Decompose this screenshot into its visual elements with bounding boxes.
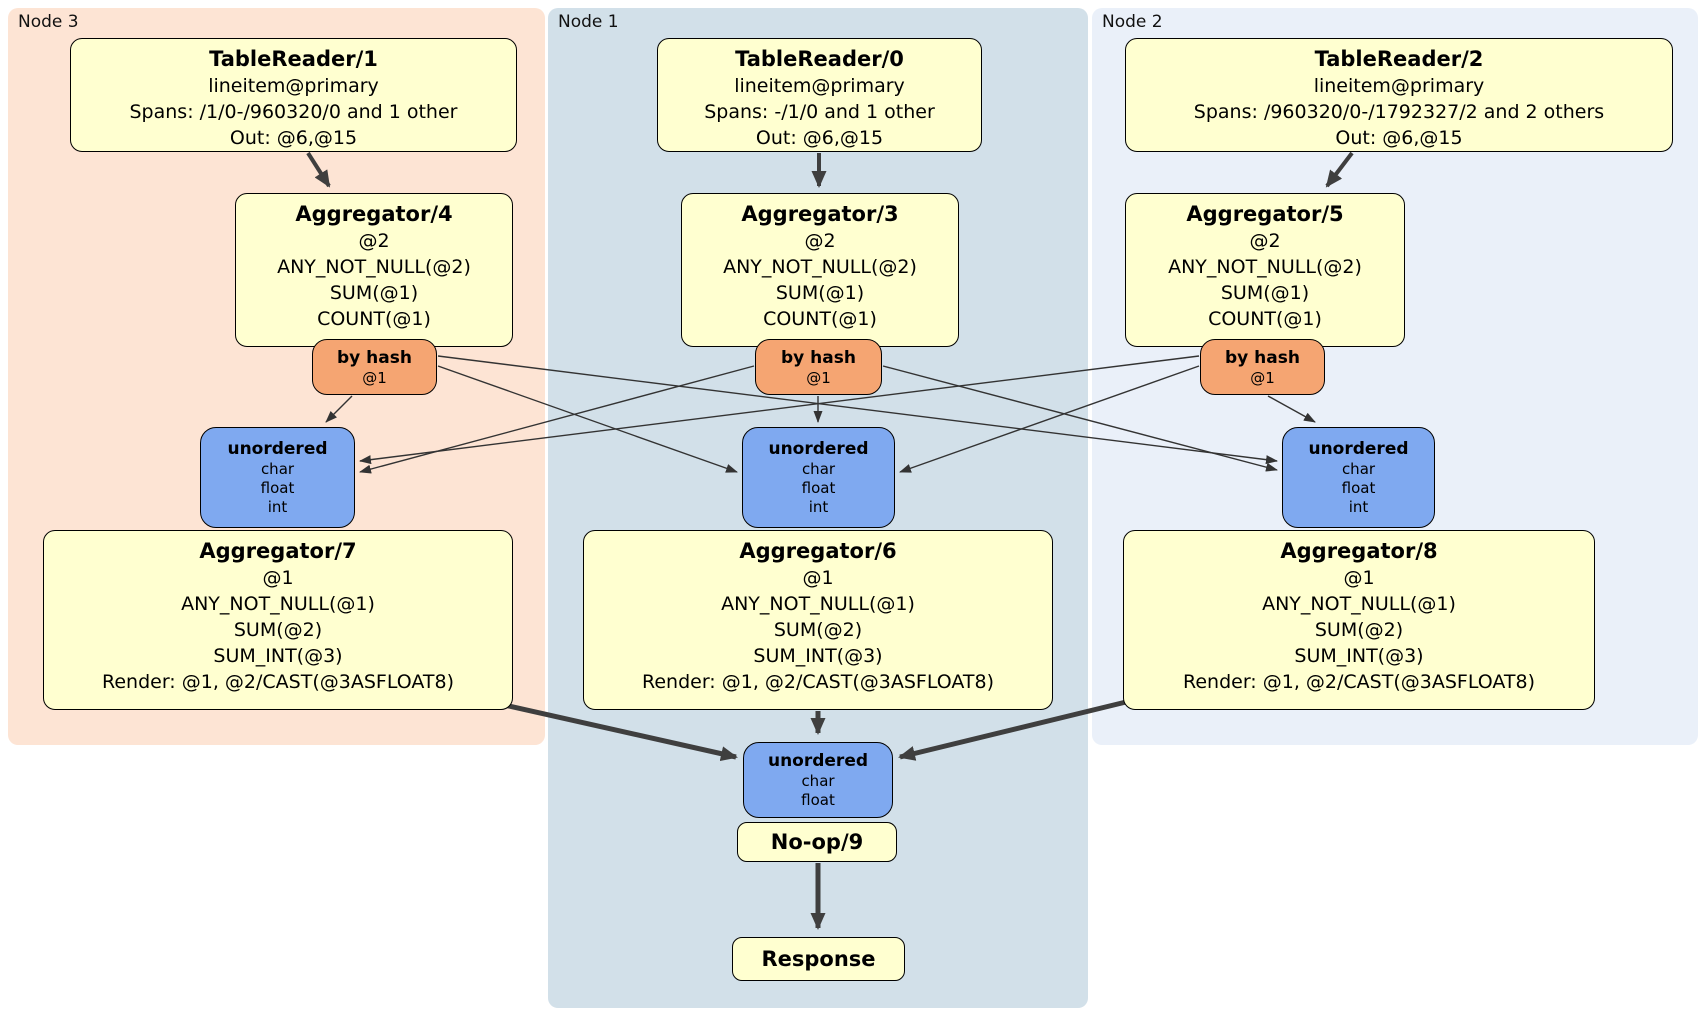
unordered-node3-type3: int <box>267 498 288 516</box>
tablereader-1-out: Out: @6,@15 <box>229 127 358 149</box>
aggregator-5-fn3: COUNT(@1) <box>1208 308 1322 330</box>
aggregator-5-groupcols: @2 <box>1249 230 1281 252</box>
unordered-sync-node1: unordered char float int <box>742 427 895 528</box>
noop-9-box: No-op/9 <box>737 822 897 862</box>
aggregator-7-fn2: SUM(@2) <box>233 619 323 641</box>
byhash-node2-title: by hash <box>1225 347 1300 368</box>
response-title: Response <box>761 946 876 971</box>
tablereader-1-box: TableReader/1 lineitem@primary Spans: /1… <box>70 38 517 152</box>
unordered-node1-type3: int <box>808 498 829 516</box>
response-box: Response <box>732 937 905 981</box>
aggregator-7-fn3: SUM_INT(@3) <box>213 645 343 667</box>
aggregator-4-fn2: SUM(@1) <box>329 282 419 304</box>
aggregator-5-box: Aggregator/5 @2 ANY_NOT_NULL(@2) SUM(@1)… <box>1125 193 1405 347</box>
aggregator-6-render: Render: @1, @2/CAST(@3ASFLOAT8) <box>642 671 994 693</box>
aggregator-5-fn2: SUM(@1) <box>1220 282 1310 304</box>
tablereader-2-title: TableReader/2 <box>1314 47 1484 71</box>
aggregator-7-groupcols: @1 <box>262 567 294 589</box>
unordered-node1-type1: char <box>801 460 836 478</box>
aggregator-4-title: Aggregator/4 <box>295 202 453 226</box>
aggregator-6-fn3: SUM_INT(@3) <box>753 645 883 667</box>
aggregator-5-fn1: ANY_NOT_NULL(@2) <box>1168 256 1362 278</box>
unordered-sync-final: unordered char float <box>743 742 893 818</box>
tablereader-0-index: lineitem@primary <box>734 75 905 97</box>
tablereader-2-out: Out: @6,@15 <box>1335 127 1463 149</box>
byhash-router-node1: by hash @1 <box>755 339 882 395</box>
aggregator-7-title: Aggregator/7 <box>199 539 357 563</box>
byhash-node1-title: by hash <box>781 347 856 368</box>
unordered-node1-title: unordered <box>768 439 869 459</box>
byhash-node1-key: @1 <box>806 368 831 387</box>
unordered-node2-type2: float <box>1341 479 1376 497</box>
tablereader-0-box: TableReader/0 lineitem@primary Spans: -/… <box>657 38 982 152</box>
byhash-node3-title: by hash <box>337 347 412 368</box>
unordered-node2-type3: int <box>1348 498 1369 516</box>
aggregator-3-fn3: COUNT(@1) <box>763 308 877 330</box>
aggregator-7-fn1: ANY_NOT_NULL(@1) <box>181 593 375 615</box>
tablereader-1-spans: Spans: /1/0-/960320/0 and 1 other <box>129 101 458 123</box>
unordered-sync-node2: unordered char float int <box>1282 427 1435 528</box>
aggregator-4-groupcols: @2 <box>358 230 390 252</box>
aggregator-8-fn1: ANY_NOT_NULL(@1) <box>1262 593 1456 615</box>
aggregator-3-title: Aggregator/3 <box>741 202 899 226</box>
aggregator-8-fn3: SUM_INT(@3) <box>1294 645 1424 667</box>
aggregator-3-fn2: SUM(@1) <box>775 282 865 304</box>
aggregator-7-render: Render: @1, @2/CAST(@3ASFLOAT8) <box>102 671 454 693</box>
byhash-router-node2: by hash @1 <box>1200 339 1325 395</box>
aggregator-7-box: Aggregator/7 @1 ANY_NOT_NULL(@1) SUM(@2)… <box>43 530 513 710</box>
aggregator-6-fn1: ANY_NOT_NULL(@1) <box>721 593 915 615</box>
aggregator-8-title: Aggregator/8 <box>1280 539 1438 563</box>
tablereader-1-title: TableReader/1 <box>209 47 378 71</box>
aggregator-3-box: Aggregator/3 @2 ANY_NOT_NULL(@2) SUM(@1)… <box>681 193 959 347</box>
noop-9-title: No-op/9 <box>770 829 864 854</box>
byhash-node3-key: @1 <box>362 368 387 387</box>
tablereader-2-box: TableReader/2 lineitem@primary Spans: /9… <box>1125 38 1673 152</box>
aggregator-8-render: Render: @1, @2/CAST(@3ASFLOAT8) <box>1183 671 1535 693</box>
unordered-node3-type1: char <box>260 460 295 478</box>
node1-label: Node 1 <box>558 12 619 32</box>
aggregator-8-box: Aggregator/8 @1 ANY_NOT_NULL(@1) SUM(@2)… <box>1123 530 1595 710</box>
aggregator-6-box: Aggregator/6 @1 ANY_NOT_NULL(@1) SUM(@2)… <box>583 530 1053 710</box>
unordered-node3-type2: float <box>260 479 295 497</box>
byhash-node2-key: @1 <box>1250 368 1275 387</box>
node2-label: Node 2 <box>1102 12 1163 32</box>
unordered-final-type1: char <box>801 772 835 790</box>
unordered-node2-type1: char <box>1341 460 1376 478</box>
aggregator-4-fn3: COUNT(@1) <box>317 308 431 330</box>
unordered-sync-node3: unordered char float int <box>200 427 355 528</box>
unordered-final-type2: float <box>801 791 835 809</box>
aggregator-6-fn2: SUM(@2) <box>773 619 863 641</box>
aggregator-3-groupcols: @2 <box>804 230 836 252</box>
tablereader-0-spans: Spans: -/1/0 and 1 other <box>704 101 935 123</box>
tablereader-1-index: lineitem@primary <box>208 75 379 97</box>
aggregator-3-fn1: ANY_NOT_NULL(@2) <box>723 256 917 278</box>
byhash-router-node3: by hash @1 <box>312 339 437 395</box>
tablereader-2-index: lineitem@primary <box>1313 75 1485 97</box>
unordered-node3-title: unordered <box>227 439 328 459</box>
aggregator-6-title: Aggregator/6 <box>739 539 897 563</box>
aggregator-5-title: Aggregator/5 <box>1186 202 1344 226</box>
tablereader-2-spans: Spans: /960320/0-/1792327/2 and 2 others <box>1193 101 1605 123</box>
unordered-node2-title: unordered <box>1308 439 1409 459</box>
aggregator-8-groupcols: @1 <box>1343 567 1375 589</box>
unordered-node1-type2: float <box>801 479 836 497</box>
tablereader-0-title: TableReader/0 <box>735 47 904 71</box>
aggregator-8-fn2: SUM(@2) <box>1314 619 1404 641</box>
aggregator-4-box: Aggregator/4 @2 ANY_NOT_NULL(@2) SUM(@1)… <box>235 193 513 347</box>
node3-label: Node 3 <box>18 12 79 32</box>
aggregator-4-fn1: ANY_NOT_NULL(@2) <box>277 256 471 278</box>
tablereader-0-out: Out: @6,@15 <box>755 127 884 149</box>
aggregator-6-groupcols: @1 <box>802 567 834 589</box>
unordered-final-title: unordered <box>767 751 869 771</box>
